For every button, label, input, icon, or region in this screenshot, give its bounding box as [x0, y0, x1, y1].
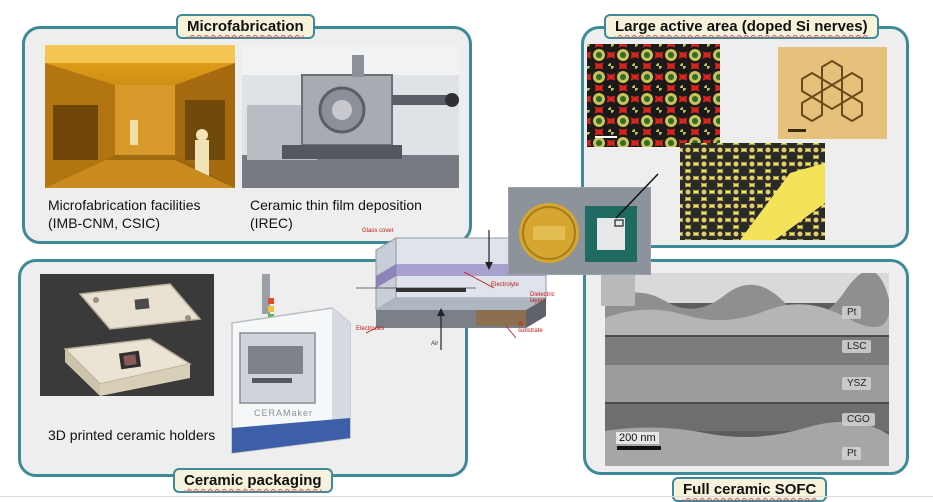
bottom-divider [0, 496, 933, 497]
placeholder-square [601, 272, 635, 306]
sofc-layer-lsc: LSC [842, 340, 872, 353]
red-pattern-micrograph [587, 44, 720, 147]
yellow-pattern-micrograph [680, 143, 825, 240]
glass-cover-label: Glass cover [362, 228, 394, 234]
ceramic-holders-caption: 3D printed ceramic holders [48, 427, 216, 443]
dielectric-layers-label: Dielectric layers [530, 292, 555, 304]
electrolyte-label: Electrolyte [491, 282, 520, 288]
sofc-layer-ysz: YSZ [842, 377, 872, 390]
zoom-pointer-line [615, 173, 659, 219]
cleanroom-photo [45, 45, 235, 188]
deposition-equipment-photo [242, 45, 459, 188]
sofc-layer-pt-top: Pt [842, 306, 862, 319]
sofc-scale-bar-label: 200 nm [616, 432, 659, 444]
printer-brand-label: CERAMaker [254, 408, 314, 418]
coin-and-chip-photo [508, 187, 651, 275]
ceramaker-printer-image [222, 268, 355, 460]
sofc-layer-cgo: CGO [842, 413, 875, 426]
microfabrication-facilities-caption: Microfabrication facilities (IMB-CNM, CS… [48, 197, 201, 231]
ceramic-packaging-title: Ceramic packaging [173, 468, 333, 493]
si-substrate-label: Si substrate [518, 322, 543, 334]
thin-film-deposition-caption: Ceramic thin film deposition (IREC) [250, 197, 422, 231]
orange-hexagon-micrograph [778, 47, 887, 139]
sofc-layer-pt-bottom: Pt [842, 447, 862, 460]
full-ceramic-sofc-title: Full ceramic SOFC [672, 477, 828, 502]
ceramic-holder-photo [40, 274, 214, 396]
air-label: Air [431, 341, 439, 347]
active-area-title: Large active area (doped Si nerves) [604, 14, 879, 39]
microfabrication-title: Microfabrication [176, 14, 315, 39]
electrodes-label: Electrodes [356, 326, 385, 332]
